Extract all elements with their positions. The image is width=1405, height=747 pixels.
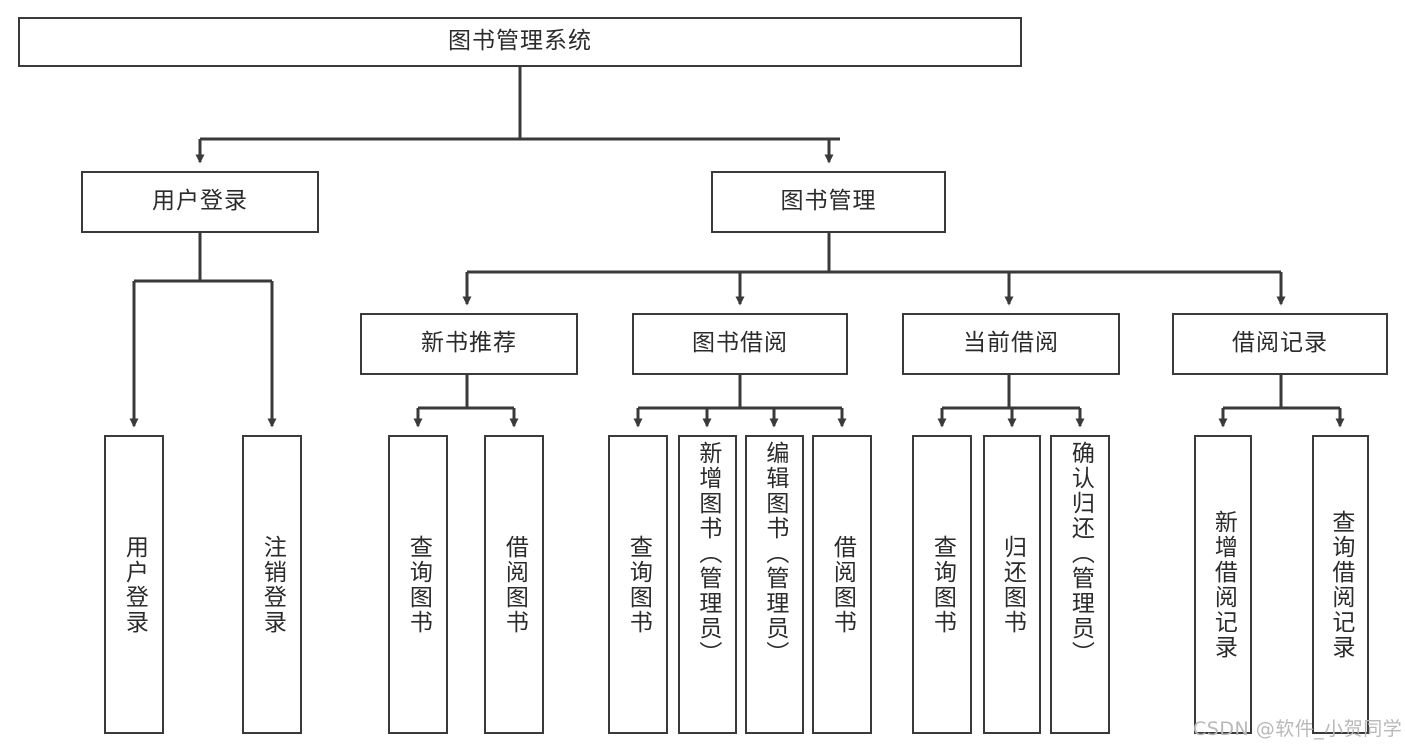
node-leaf-user-login[interactable]: 用户登录 <box>104 435 164 734</box>
node-leaf-add-record-label: 新增借阅记录 <box>1210 509 1237 660</box>
node-leaf-borrow-book-a-label: 借阅图书 <box>501 534 528 635</box>
node-current-borrow[interactable]: 当前借阅 <box>902 313 1120 375</box>
node-leaf-return-book-label: 归还图书 <box>999 534 1026 635</box>
node-leaf-query-record-label: 查询借阅记录 <box>1327 509 1354 660</box>
node-leaf-edit-book[interactable]: 编辑图书（管理员） <box>745 435 804 734</box>
node-book-borrow[interactable]: 图书借阅 <box>632 313 848 375</box>
node-leaf-query-book-b-label: 查询图书 <box>625 534 652 635</box>
node-leaf-borrow-book-b-label: 借阅图书 <box>829 534 856 635</box>
node-leaf-borrow-book-b[interactable]: 借阅图书 <box>812 435 872 734</box>
node-user-login-label: 用户登录 <box>152 188 248 215</box>
node-book-manage[interactable]: 图书管理 <box>711 171 946 233</box>
node-leaf-query-record[interactable]: 查询借阅记录 <box>1312 435 1369 734</box>
node-leaf-logout[interactable]: 注销登录 <box>242 435 302 734</box>
node-leaf-query-book-a-label: 查询图书 <box>405 534 432 635</box>
node-leaf-query-book-c-label: 查询图书 <box>929 534 956 635</box>
node-root-system-label: 图书管理系统 <box>448 28 592 55</box>
node-leaf-query-book-a[interactable]: 查询图书 <box>388 435 448 734</box>
node-new-book-recommend-label: 新书推荐 <box>421 330 517 357</box>
node-leaf-borrow-book-a[interactable]: 借阅图书 <box>484 435 544 734</box>
node-user-login[interactable]: 用户登录 <box>81 171 319 233</box>
node-leaf-confirm-return[interactable]: 确认归还（管理员） <box>1050 435 1110 734</box>
node-leaf-query-book-c[interactable]: 查询图书 <box>912 435 972 734</box>
node-current-borrow-label: 当前借阅 <box>963 330 1059 357</box>
node-leaf-logout-label: 注销登录 <box>259 534 286 635</box>
node-borrow-record[interactable]: 借阅记录 <box>1172 313 1388 375</box>
node-new-book-recommend[interactable]: 新书推荐 <box>360 313 578 375</box>
node-book-borrow-label: 图书借阅 <box>692 330 788 357</box>
node-root-system[interactable]: 图书管理系统 <box>18 17 1022 67</box>
node-leaf-add-book-label: 新增图书（管理员） <box>694 441 721 666</box>
node-book-manage-label: 图书管理 <box>780 188 877 215</box>
node-leaf-add-book[interactable]: 新增图书（管理员） <box>678 435 737 734</box>
node-borrow-record-label: 借阅记录 <box>1232 330 1328 357</box>
node-leaf-return-book[interactable]: 归还图书 <box>983 435 1041 734</box>
node-leaf-confirm-return-label: 确认归还（管理员） <box>1067 441 1094 666</box>
node-leaf-user-login-label: 用户登录 <box>121 534 148 635</box>
node-leaf-edit-book-label: 编辑图书（管理员） <box>761 441 788 666</box>
node-leaf-add-record[interactable]: 新增借阅记录 <box>1194 435 1252 734</box>
csdn-watermark: CSDN @软件_小贺同学 <box>1193 718 1403 740</box>
node-leaf-query-book-b[interactable]: 查询图书 <box>608 435 668 734</box>
